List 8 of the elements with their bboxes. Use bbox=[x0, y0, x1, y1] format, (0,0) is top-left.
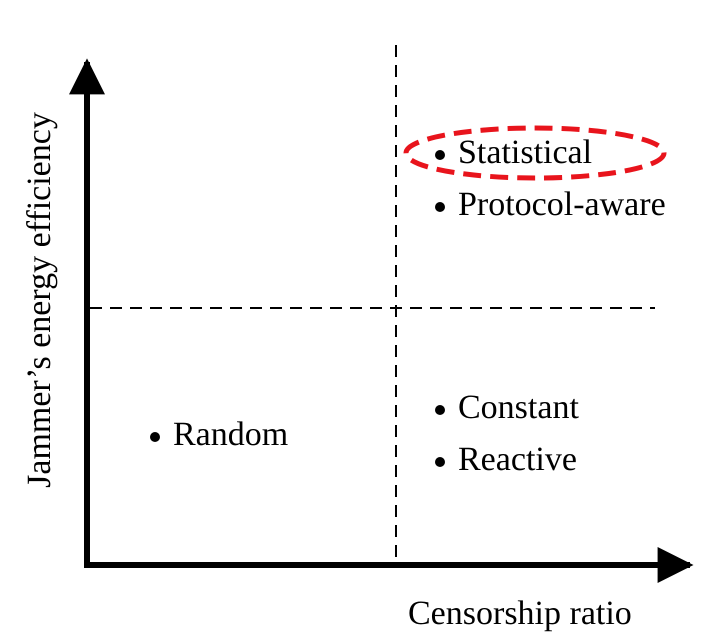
axis-title: Jammer’s energy efficiency bbox=[20, 112, 59, 488]
category-label: Constant bbox=[458, 388, 579, 428]
axis-title: Censorship ratio bbox=[408, 594, 632, 634]
category-label: Statistical bbox=[458, 133, 592, 173]
highlight-ellipse bbox=[403, 125, 667, 181]
category-label: Random bbox=[173, 415, 288, 455]
category-label: Protocol-aware bbox=[458, 185, 666, 225]
category-label: Reactive bbox=[458, 440, 577, 480]
